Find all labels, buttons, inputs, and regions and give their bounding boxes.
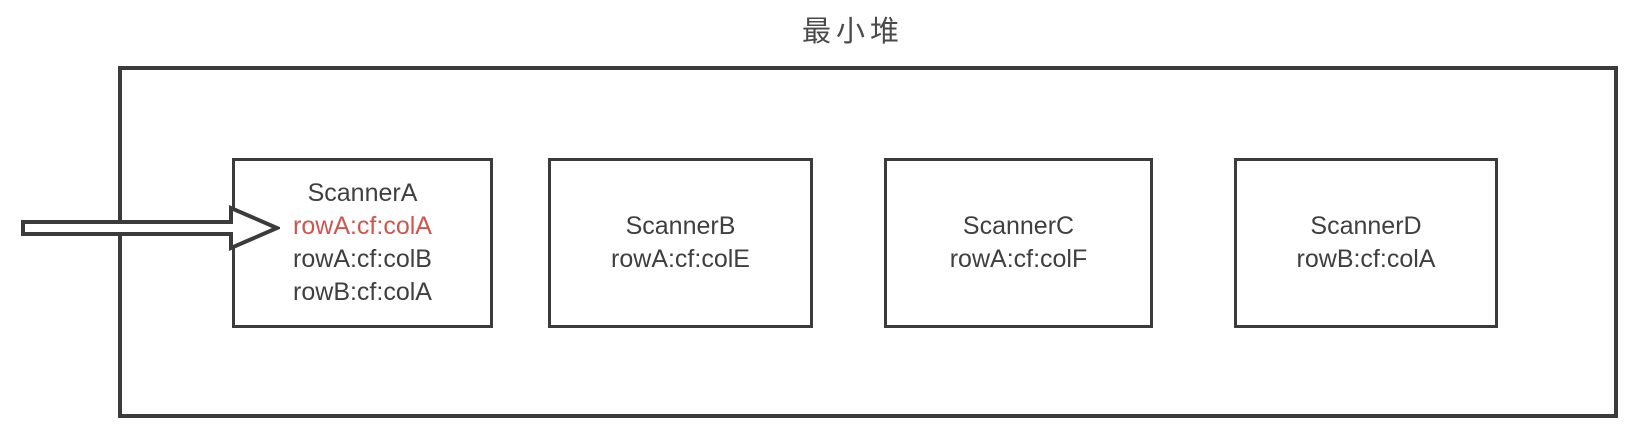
scanner-name: ScannerD	[1310, 212, 1422, 240]
min-heap-container	[118, 66, 1618, 418]
scanner-box-scanner-a: ScannerA rowA:cf:colA rowA:cf:colB rowB:…	[232, 158, 493, 328]
scanner-entry: rowA:cf:colE	[611, 245, 750, 273]
scanner-box-scanner-c: ScannerC rowA:cf:colF	[884, 158, 1153, 328]
diagram-title: 最小堆	[801, 16, 904, 48]
scanner-entry-current: rowA:cf:colA	[293, 212, 432, 240]
scanner-name: ScannerC	[962, 212, 1075, 240]
pointer-arrow-icon	[21, 204, 280, 252]
scanner-entry: rowB:cf:colA	[1296, 245, 1436, 273]
scanner-box-scanner-d: ScannerD rowB:cf:colA	[1234, 158, 1498, 328]
scanner-entry: rowA:cf:colF	[949, 245, 1088, 273]
scanner-name: ScannerB	[625, 212, 736, 240]
scanner-entry: rowB:cf:colA	[293, 278, 432, 306]
scanner-name: ScannerA	[307, 179, 418, 207]
scanner-box-scanner-b: ScannerB rowA:cf:colE	[548, 158, 813, 328]
scanner-entry: rowA:cf:colB	[293, 245, 432, 273]
